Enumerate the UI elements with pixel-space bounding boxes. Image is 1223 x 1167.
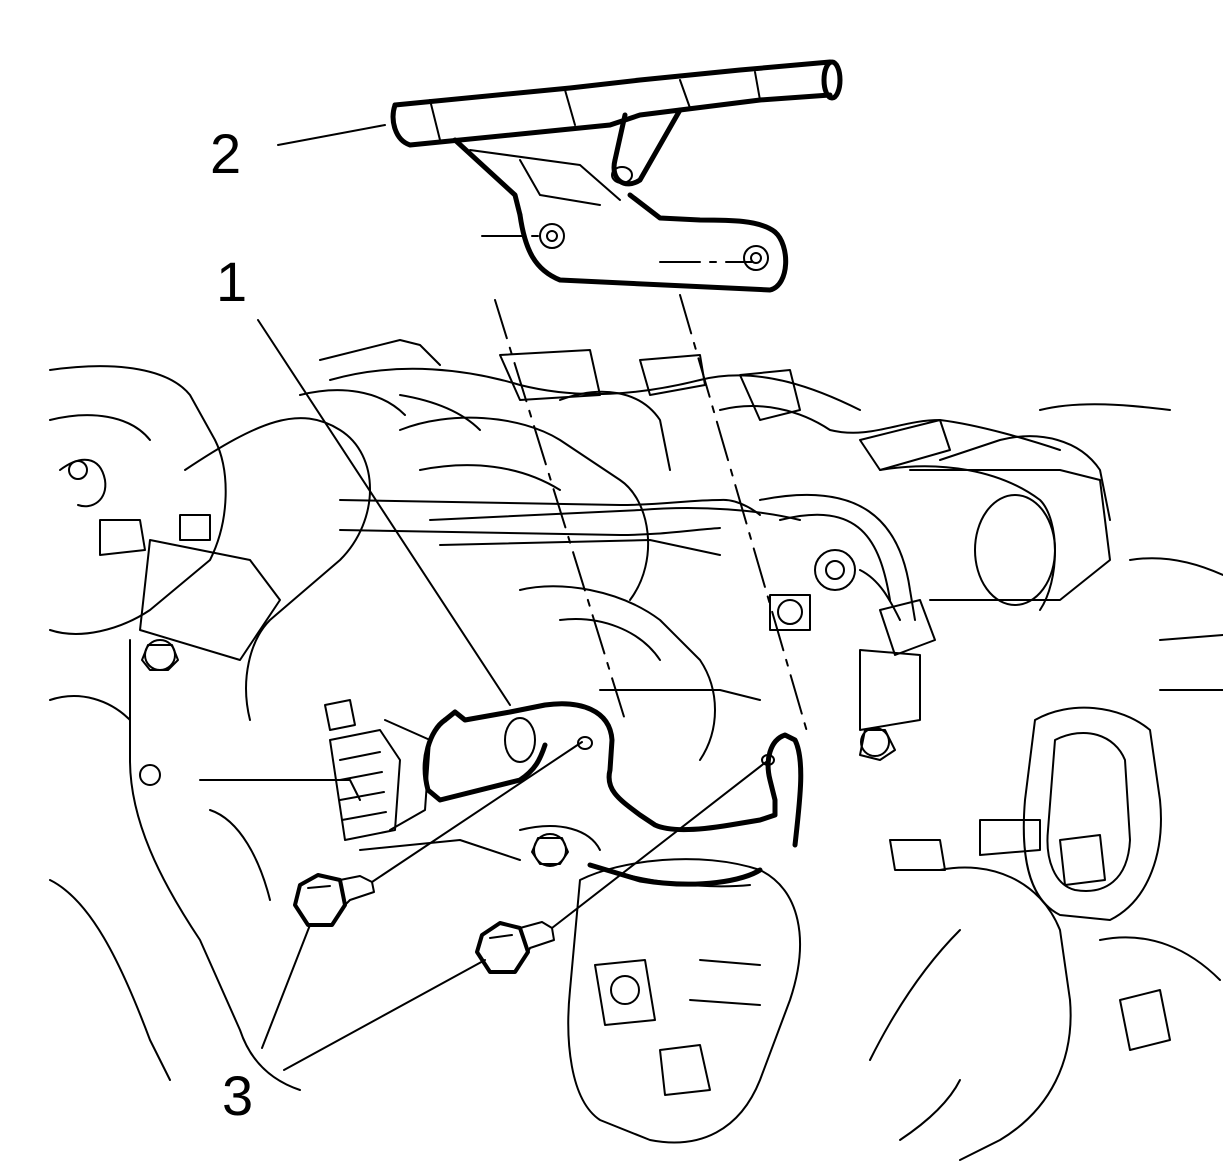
callout-1: 1	[216, 250, 248, 313]
component-2-details	[429, 71, 769, 271]
lower-right-housing	[869, 557, 1223, 1161]
callout-3: 3	[222, 1064, 254, 1127]
alignment-lines	[481, 235, 809, 736]
left-connector	[324, 699, 431, 841]
left-bolts	[99, 514, 211, 786]
component-1-bracket	[422, 701, 804, 887]
wiring-harness	[319, 339, 1171, 521]
component-1-holes	[504, 717, 775, 766]
fuel-rail	[339, 465, 1111, 621]
callout-2: 2	[210, 122, 242, 185]
right-sensor	[769, 549, 936, 761]
component-2-tube	[390, 59, 843, 293]
leader-lines	[257, 124, 511, 1071]
intake-manifold	[49, 365, 801, 1091]
bolt-axis-lines	[371, 741, 767, 929]
component-3-bolt-left	[293, 873, 375, 927]
component-3-bolt-right	[475, 921, 555, 974]
